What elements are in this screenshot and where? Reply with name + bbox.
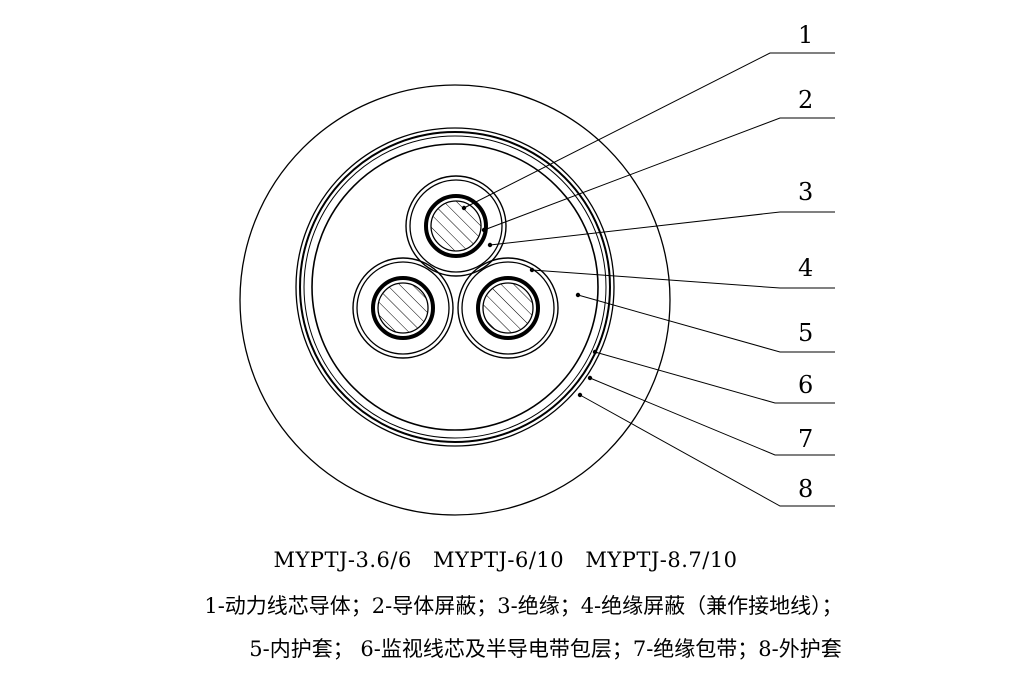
conductor-circle (377, 282, 429, 334)
insulation-circle (461, 261, 555, 355)
leader-line-5 (577, 294, 835, 353)
callout-label-8: 8 (798, 475, 813, 503)
leader-line-1 (463, 52, 835, 209)
conductor-circle (482, 282, 534, 334)
semiconductive-tape-circle (299, 131, 611, 443)
insulation-circle (356, 261, 450, 355)
conductor-screen-circle (476, 276, 540, 340)
power-core-right (457, 257, 559, 359)
conductor-screen-circle (371, 276, 435, 340)
callout-label-7: 7 (798, 425, 813, 453)
conductor-circle (430, 200, 482, 252)
insulating-tape-inner-circle (303, 135, 607, 439)
power-core-top (405, 175, 507, 277)
leader-line-6 (594, 351, 835, 404)
callout-label-5: 5 (798, 319, 813, 347)
leader-line-3 (489, 211, 835, 246)
insulating-tape-outer-circle (295, 127, 615, 447)
legend-line-2: 5-内护套； 6-监视线芯及半导电带包层；7-绝缘包带；8-外护套 (249, 637, 842, 661)
inner-sheath-circle (311, 143, 599, 431)
insulation-circle (409, 179, 503, 273)
insulation-screen-circle (457, 257, 559, 359)
leader-line-7 (589, 377, 835, 456)
callout-label-3: 3 (798, 178, 813, 206)
power-core-left (352, 257, 454, 359)
callout-label-6: 6 (798, 371, 813, 399)
conductor-screen-circle (424, 194, 488, 258)
model-numbers-caption: MYPTJ-3.6/6 MYPTJ-6/10 MYPTJ-8.7/10 (273, 548, 738, 572)
leader-line-2 (483, 117, 835, 231)
callout-label-2: 2 (798, 86, 813, 114)
leader-line-4 (531, 269, 835, 289)
insulation-screen-circle (352, 257, 454, 359)
legend-line-1: 1-动力线芯导体；2-导体屏蔽；3-绝缘；4-绝缘屏蔽（兼作接地线）； (204, 594, 843, 618)
callout-label-4: 4 (798, 254, 813, 282)
leader-line-8 (579, 394, 835, 507)
insulation-screen-circle (405, 175, 507, 277)
callout-label-1: 1 (798, 21, 813, 49)
outer-sheath-circle (239, 84, 671, 516)
